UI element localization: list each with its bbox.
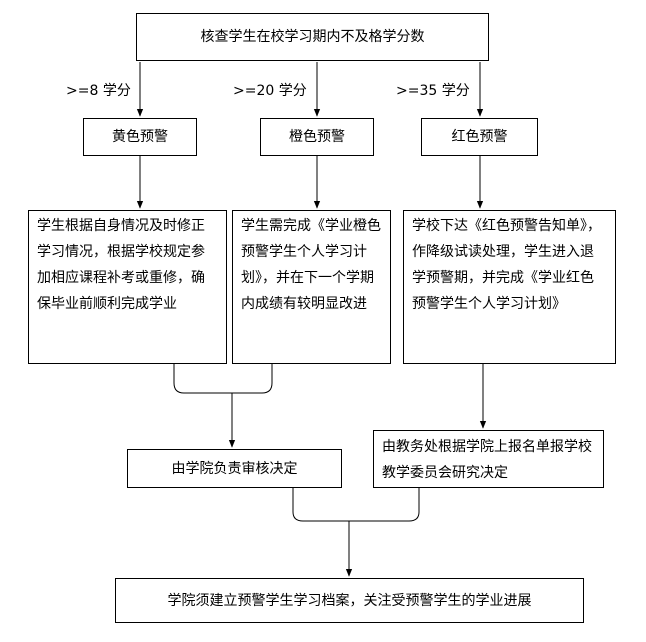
yellow-action-box: 学生根据自身情况及时修正学习情况，根据学校规定参加相应课程补考或重修，确保毕业前… [28, 210, 227, 364]
threshold-label-red: >=35 学分 [396, 83, 470, 99]
yellow-warning-box: 黄色预警 [83, 118, 197, 156]
threshold-label-orange: >=20 学分 [233, 83, 307, 99]
college-review-box: 由学院负责审核决定 [127, 449, 342, 488]
red-warning-box: 红色预警 [421, 118, 538, 156]
university-review-box: 由教务处根据学院上报名单报学校教学委员会研究决定 [373, 430, 604, 488]
merge-bracket-bottom [292, 488, 420, 522]
final-box: 学院须建立预警学生学习档案，关注受预警学生的学业进展 [115, 578, 584, 623]
merge-bracket-left [173, 364, 273, 394]
threshold-label-yellow: >=8 学分 [66, 83, 131, 99]
orange-action-box: 学生需完成《学业橙色预警学生个人学习计划》，并在下一个学期内成绩有较明显改进 [232, 210, 391, 364]
red-action-box: 学校下达《红色预警告知单》，作降级试读处理，学生进入退学预警期，并完成《学业红色… [403, 210, 616, 364]
top-box: 核查学生在校学习期内不及格学分数 [136, 13, 489, 61]
orange-warning-box: 橙色预警 [260, 118, 374, 156]
